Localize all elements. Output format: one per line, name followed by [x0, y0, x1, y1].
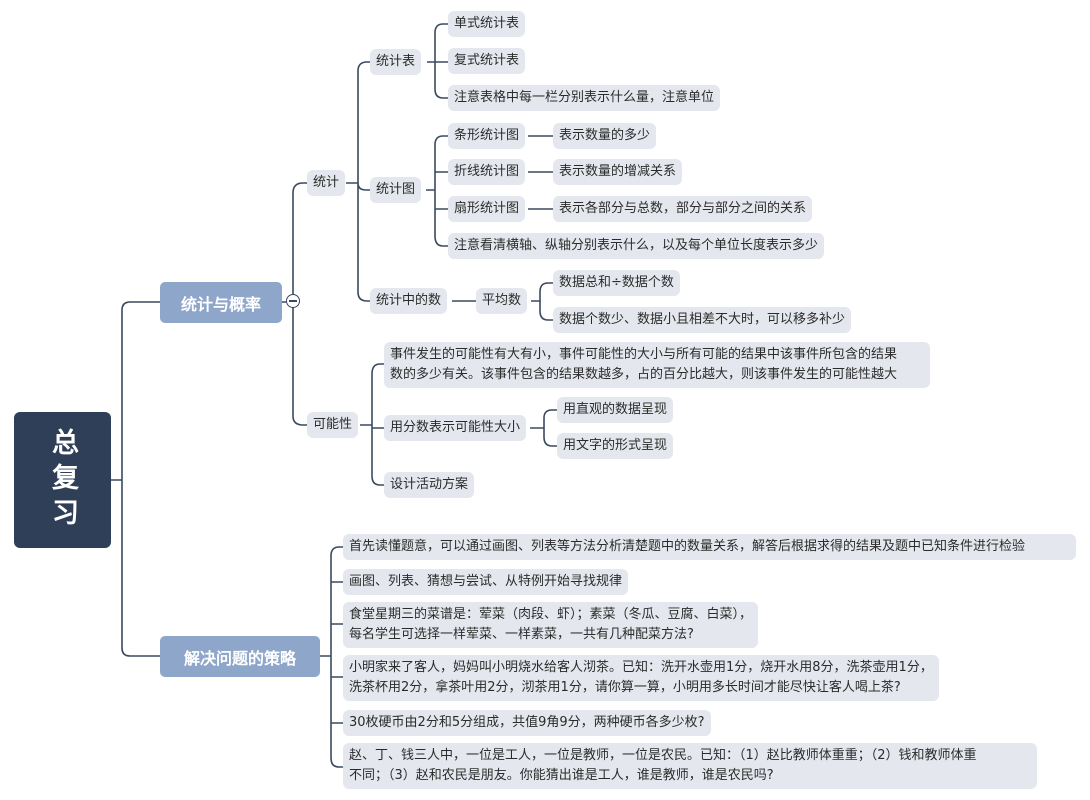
- node-table-note[interactable]: 注意表格中每一栏分别表示什么量，注意单位: [448, 85, 721, 111]
- node-strategy-3[interactable]: 食堂星期三的菜谱是：荤菜（肉段、虾）；素菜（冬瓜、豆腐、白菜）， 每名学生可选择…: [343, 602, 759, 648]
- node-possibility-desc[interactable]: 事件发生的可能性有大有小，事件可能性的大小与所有可能的结果中该事件所包含的结果 …: [384, 342, 930, 388]
- text-line: 不同；（3）赵和农民是朋友。你能猜出谁是工人，谁是教师，谁是农民吗?: [349, 768, 774, 783]
- node-label: 注意看清横轴、纵轴分别表示什么，以及每个单位长度表示多少: [454, 238, 819, 253]
- connector: [111, 301, 160, 657]
- connector: [528, 135, 553, 210]
- text-line: 事件发生的可能性有大有小，事件可能性的大小与所有可能的结果中该事件所包含的结果: [390, 347, 898, 362]
- node-label: 设计活动方案: [390, 477, 469, 492]
- node-label: 平均数: [482, 293, 522, 308]
- node-label: 数据个数少、数据小且相差不大时，可以移多补少: [559, 312, 846, 327]
- node-label: 条形统计图: [454, 128, 520, 143]
- node-label: 30枚硬币由2分和5分组成，共值9角9分，两种硬币各多少枚?: [349, 715, 705, 730]
- text-line: 数的多少有关。该事件包含的结果数越多，占的百分比越大，则该事件发生的可能性越大: [390, 367, 898, 382]
- collapse-toggle-icon[interactable]: [286, 294, 300, 308]
- node-text-form[interactable]: 用文字的形式呈现: [557, 433, 674, 459]
- connector: [426, 135, 448, 247]
- connector: [530, 409, 557, 447]
- node-label: 单式统计表: [454, 16, 520, 31]
- node-statistics[interactable]: 统计: [307, 170, 346, 196]
- node-compound-table[interactable]: 复式统计表: [448, 48, 526, 74]
- node-label: 统计中的数: [376, 293, 442, 308]
- connector: [452, 282, 553, 321]
- node-strategy-2[interactable]: 画图、列表、猜想与尝试、从特例开始寻找规律: [343, 569, 629, 595]
- node-label: 表示数量的增减关系: [559, 164, 677, 179]
- node-chart-note[interactable]: 注意看清横轴、纵轴分别表示什么，以及每个单位长度表示多少: [448, 233, 825, 259]
- node-label: 用分数表示可能性大小: [390, 420, 521, 435]
- node-bar-chart-desc[interactable]: 表示数量的多少: [553, 123, 657, 149]
- node-statistics-numbers[interactable]: 统计中的数: [370, 288, 448, 314]
- node-label: 折线统计图: [454, 164, 520, 179]
- node-label: 统计图: [376, 182, 416, 197]
- root-label: 总复习: [47, 427, 78, 533]
- node-strategy-5[interactable]: 30枚硬币由2分和5分组成，共值9角9分，两种硬币各多少枚?: [343, 710, 711, 736]
- text-line: 食堂星期三的菜谱是：荤菜（肉段、虾）；素菜（冬瓜、豆腐、白菜），: [349, 607, 753, 622]
- node-bar-chart[interactable]: 条形统计图: [448, 123, 526, 149]
- node-label: 表示数量的多少: [559, 128, 651, 143]
- node-label: 注意表格中每一栏分别表示什么量，注意单位: [454, 90, 715, 105]
- node-label: 扇形统计图: [454, 201, 520, 216]
- node-label: 统计: [313, 175, 340, 190]
- node-strategy-4[interactable]: 小明家来了客人，妈妈叫小明烧水给客人沏茶。已知：洗开水壶用1分，烧开水用8分，洗…: [343, 655, 939, 701]
- node-pie-chart-desc[interactable]: 表示各部分与总数，部分与部分之间的关系: [553, 196, 813, 222]
- node-statistical-chart[interactable]: 统计图: [370, 177, 422, 203]
- node-label: 复式统计表: [454, 53, 520, 68]
- node-pie-chart[interactable]: 扇形统计图: [448, 196, 526, 222]
- node-label: 解决问题的策略: [183, 648, 296, 668]
- text-line: 每名学生可选择一样荤菜、一样素菜，一共有几种配菜方法?: [349, 627, 694, 642]
- node-label: 统计与概率: [180, 294, 261, 314]
- node-possibility[interactable]: 可能性: [307, 412, 359, 438]
- node-average-formula[interactable]: 数据总和÷数据个数: [553, 270, 680, 296]
- node-design-activity[interactable]: 设计活动方案: [384, 472, 475, 498]
- node-label: 用文字的形式呈现: [563, 438, 668, 453]
- node-statistical-table[interactable]: 统计表: [370, 49, 422, 75]
- node-fraction-possibility[interactable]: 用分数表示可能性大小: [384, 415, 527, 441]
- node-line-chart[interactable]: 折线统计图: [448, 159, 526, 185]
- node-statistics-probability[interactable]: 统计与概率: [160, 282, 282, 323]
- connector: [346, 61, 370, 302]
- node-single-table[interactable]: 单式统计表: [448, 11, 526, 37]
- node-label: 统计表: [376, 54, 416, 69]
- node-label: 表示各部分与总数，部分与部分之间的关系: [559, 201, 807, 216]
- connector: [427, 23, 448, 99]
- node-problem-solving-strategies[interactable]: 解决问题的策略: [160, 636, 320, 677]
- node-average-tip[interactable]: 数据个数少、数据小且相差不大时，可以移多补少: [553, 307, 852, 333]
- node-label: 画图、列表、猜想与尝试、从特例开始寻找规律: [349, 574, 623, 589]
- node-label: 用直观的数据呈现: [563, 402, 668, 417]
- node-strategy-6[interactable]: 赵、丁、钱三人中，一位是工人，一位是教师，一位是农民。已知：（1）赵比教师体重重…: [343, 743, 1037, 789]
- node-average[interactable]: 平均数: [476, 288, 528, 314]
- connector: [360, 363, 384, 486]
- node-line-chart-desc[interactable]: 表示数量的增减关系: [553, 159, 683, 185]
- text-line: 洗茶杯用2分，拿茶叶用2分，沏茶用1分，请你算一算，小明用多长时间才能尽快让客人…: [349, 680, 901, 695]
- connector: [320, 546, 343, 768]
- node-label: 首先读懂题意，可以通过画图、列表等方法分析清楚题中的数量关系，解答后根据求得的结…: [349, 539, 1026, 554]
- node-label: 数据总和÷数据个数: [559, 275, 674, 290]
- text-line: 赵、丁、钱三人中，一位是工人，一位是教师，一位是农民。已知：（1）赵比教师体重重…: [349, 748, 977, 763]
- node-intuitive-data[interactable]: 用直观的数据呈现: [557, 397, 674, 423]
- node-label: 可能性: [313, 417, 353, 432]
- root-node-review[interactable]: 总复习: [14, 412, 111, 548]
- text-line: 小明家来了客人，妈妈叫小明烧水给客人沏茶。已知：洗开水壶用1分，烧开水用8分，洗…: [349, 660, 933, 675]
- node-strategy-1[interactable]: 首先读懂题意，可以通过画图、列表等方法分析清楚题中的数量关系，解答后根据求得的结…: [343, 534, 1076, 560]
